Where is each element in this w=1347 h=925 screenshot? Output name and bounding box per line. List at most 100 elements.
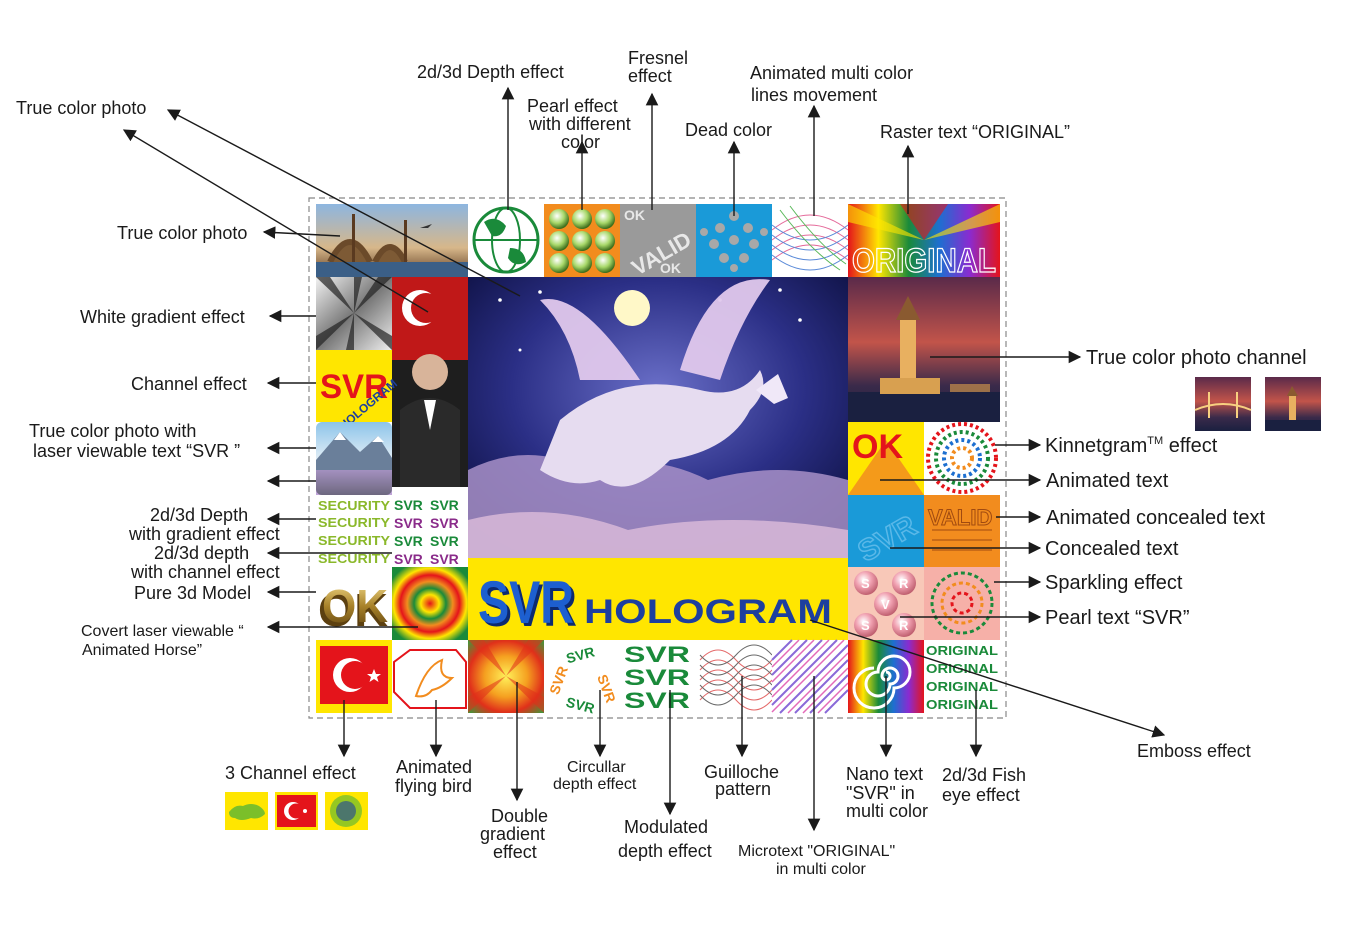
thumb-turkish-flag [275, 792, 318, 830]
label-sparkling: Sparkling effect [1045, 572, 1183, 594]
tile-double-gradient [468, 640, 544, 713]
thumb-svr-logo [325, 792, 368, 830]
label-true-color-photo-1: True color photo [16, 98, 146, 118]
label-double-2: gradient [480, 824, 545, 844]
label-channel-effect: Channel effect [131, 374, 247, 394]
label-animated-concealed: Animated concealed text [1046, 507, 1265, 529]
callout-labels: True color photo True color photo White … [16, 48, 1307, 878]
tile-svr-small-1: SVR [394, 497, 423, 513]
label-three-channel: 3 Channel effect [225, 763, 356, 783]
tile-security-text-1: SECURITY [318, 498, 390, 513]
label-true-color-photo-2: True color photo [117, 223, 247, 243]
label-microtext-2: in multi color [776, 861, 866, 878]
label-circular-1: Circullar [567, 759, 626, 776]
label-kinnetgram-word: Kinnetgram [1045, 435, 1147, 457]
tile-valid-concealed-text: VALID [928, 505, 992, 530]
tile-ok-animated: OK [848, 422, 924, 495]
tile-svr-small-7: SVR [394, 551, 423, 567]
tile-svr-concealed: SVR [848, 495, 924, 569]
label-fresnel-2: effect [628, 66, 672, 86]
tile-pearl-svr-rings [924, 567, 1000, 640]
label-fisheye-1: 2d/3d Fish [942, 765, 1026, 785]
tile-sparkling-svr: S R V S R [848, 567, 924, 640]
tile-guilloche [696, 640, 773, 713]
tile-original-fish-1: ORIGINAL [926, 643, 998, 658]
tile-circular-svr: SVR SVR SVR SVR [544, 640, 620, 717]
thumb-three-channel-group [225, 792, 368, 830]
label-animated-lines-2: lines movement [751, 85, 877, 105]
tile-ok-top-text: OK [624, 207, 645, 223]
tile-svr-small-5: SVR [394, 533, 423, 549]
tile-security-text-2: SECURITY [318, 515, 390, 530]
label-bird-1: Animated [396, 757, 472, 777]
label-circular-2: depth effect [553, 776, 637, 793]
hologram-card: OK VALID OK ORIGINA [308, 197, 1007, 719]
tile-v-pearl: V [881, 597, 890, 612]
label-double-1: Double [491, 806, 548, 826]
label-kinnetgram-effect: effect [1163, 435, 1218, 457]
label-depth-channel-2: with channel effect [130, 562, 280, 582]
tile-kinnetgram-rays [924, 422, 1000, 495]
tile-svr-big-shadow: SVR [481, 572, 577, 639]
label-true-color-laser-2: laser viewable text “SVR ” [33, 441, 240, 461]
tile-pearl-dots [544, 204, 620, 277]
label-fresnel-1: Fresnel [628, 48, 688, 68]
label-kinnetgram-tm: TM [1147, 435, 1163, 447]
tile-flying-bird [392, 640, 468, 713]
tile-globe-depth [468, 204, 544, 277]
label-modulated-2: depth effect [618, 841, 712, 861]
tile-raster-original: ORIGINAL [848, 204, 1000, 281]
tile-security-depth: SECURITY SECURITY SECURITY SECURITY [316, 495, 392, 567]
tile-svr-channel-text: SVR [320, 368, 388, 406]
tile-mountain-laser [316, 422, 392, 495]
label-nano-3: multi color [846, 801, 928, 821]
label-nano-1: Nano text [846, 764, 923, 784]
tile-r-pearl-1: R [899, 576, 909, 591]
tile-svr-circ-4: SVR [564, 694, 596, 717]
label-double-3: effect [493, 842, 537, 862]
label-nano-2: "SVR" in [846, 783, 915, 803]
tile-security-text-4: SECURITY [318, 551, 390, 566]
tile-turkish-flag [316, 640, 392, 713]
tile-original-fish-3: ORIGINAL [926, 679, 998, 694]
callout-arrows [122, 86, 1166, 832]
tile-true-color-photo-mosque [316, 204, 468, 277]
tile-white-gradient [316, 277, 392, 350]
label-depth-effect: 2d/3d Depth effect [417, 62, 564, 82]
label-pearl-3: color [561, 132, 600, 152]
tile-svr-small-8: SVR [430, 551, 459, 567]
label-modulated-1: Modulated [624, 817, 708, 837]
label-guilloche-1: Guilloche [704, 762, 779, 782]
tile-svr-mod-3: SVR [624, 688, 690, 713]
label-kinnetgram: KinnetgramTM effect [1045, 435, 1218, 457]
label-fisheye-2: eye effect [942, 785, 1020, 805]
card-dashed-border [308, 197, 1007, 719]
tile-ok-valid-fresnel: OK VALID OK [620, 204, 696, 280]
tile-dead-color-dots [696, 204, 772, 277]
label-depth-channel-1: 2d/3d depth [154, 543, 249, 563]
tile-svr-small-3: SVR [394, 515, 423, 531]
label-dead-color: Dead color [685, 120, 772, 140]
tile-hologram-big-text: HOLOGRAM [584, 593, 832, 631]
tile-channel-svr: SVR HOLOGRAM [316, 350, 400, 433]
tile-svr-circ-1: SVR [564, 643, 596, 666]
label-microtext-1: Microtext "ORIGINAL" [738, 843, 895, 860]
label-depth-gradient-2: with gradient effect [128, 524, 280, 544]
tile-target-covert [392, 567, 468, 640]
tile-original-fish-4: ORIGINAL [926, 697, 998, 712]
label-pearl-2: with different [528, 114, 631, 134]
tile-svr-channel-depth: SVR SVR SVR SVR SVR SVR SVR SVR [392, 495, 468, 567]
label-pearl-1: Pearl effect [527, 96, 618, 116]
thumb-bridge-photo [1194, 377, 1252, 431]
tile-ok-bottom-text: OK [660, 260, 681, 276]
thumb-channel-group [1194, 377, 1321, 431]
thumb-turkey-map [225, 792, 268, 830]
tile-svr-mod-1: SVR [624, 642, 690, 667]
tile-s-pearl-1: S [861, 576, 870, 591]
tile-ok-3d-text: OK [322, 580, 388, 632]
tile-r-pearl-2: R [899, 618, 909, 633]
tile-security-text-3: SECURITY [318, 533, 390, 548]
tile-svr-small-4: SVR [430, 515, 459, 531]
label-pure-3d: Pure 3d Model [134, 583, 251, 603]
label-concealed-text: Concealed text [1045, 538, 1179, 560]
